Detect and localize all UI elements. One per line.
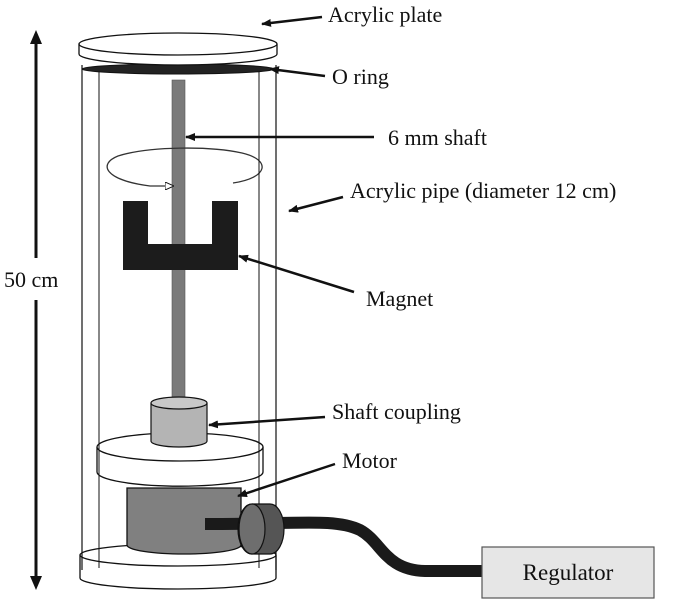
acrylic-plate-arrow — [261, 15, 323, 27]
shaft — [171, 79, 186, 407]
o-ring-label: O ring — [332, 64, 389, 89]
shaft-coupling-arrow — [208, 415, 326, 429]
acrylic-plate — [78, 32, 278, 66]
regulator-box — [481, 546, 655, 599]
acrylic-pipe-label: Acrylic pipe (diameter 12 cm) — [350, 178, 616, 203]
magnet — [123, 201, 238, 270]
acrylic-pipe — [81, 65, 277, 570]
motor-body — [126, 487, 242, 555]
height-label: 50 cm — [4, 267, 58, 292]
cable-connector — [237, 503, 285, 555]
magnet-label: Magnet — [366, 286, 433, 311]
magnet-arrow — [238, 254, 355, 294]
acrylic-plate-label: Acrylic plate — [328, 2, 442, 27]
acrylic-pipe-arrow — [288, 195, 344, 213]
shaft-coupling-label: Shaft coupling — [332, 399, 461, 424]
shaft-label: 6 mm shaft — [388, 125, 487, 150]
shaft-coupling — [150, 396, 208, 448]
motor-arrow — [237, 462, 336, 498]
motor-label: Motor — [342, 448, 398, 473]
height-dimension-arrow — [30, 30, 42, 590]
rotation-arrow-icon — [106, 147, 263, 186]
o-ring-arrow — [269, 66, 326, 78]
regulator-label: Regulator — [523, 560, 614, 585]
